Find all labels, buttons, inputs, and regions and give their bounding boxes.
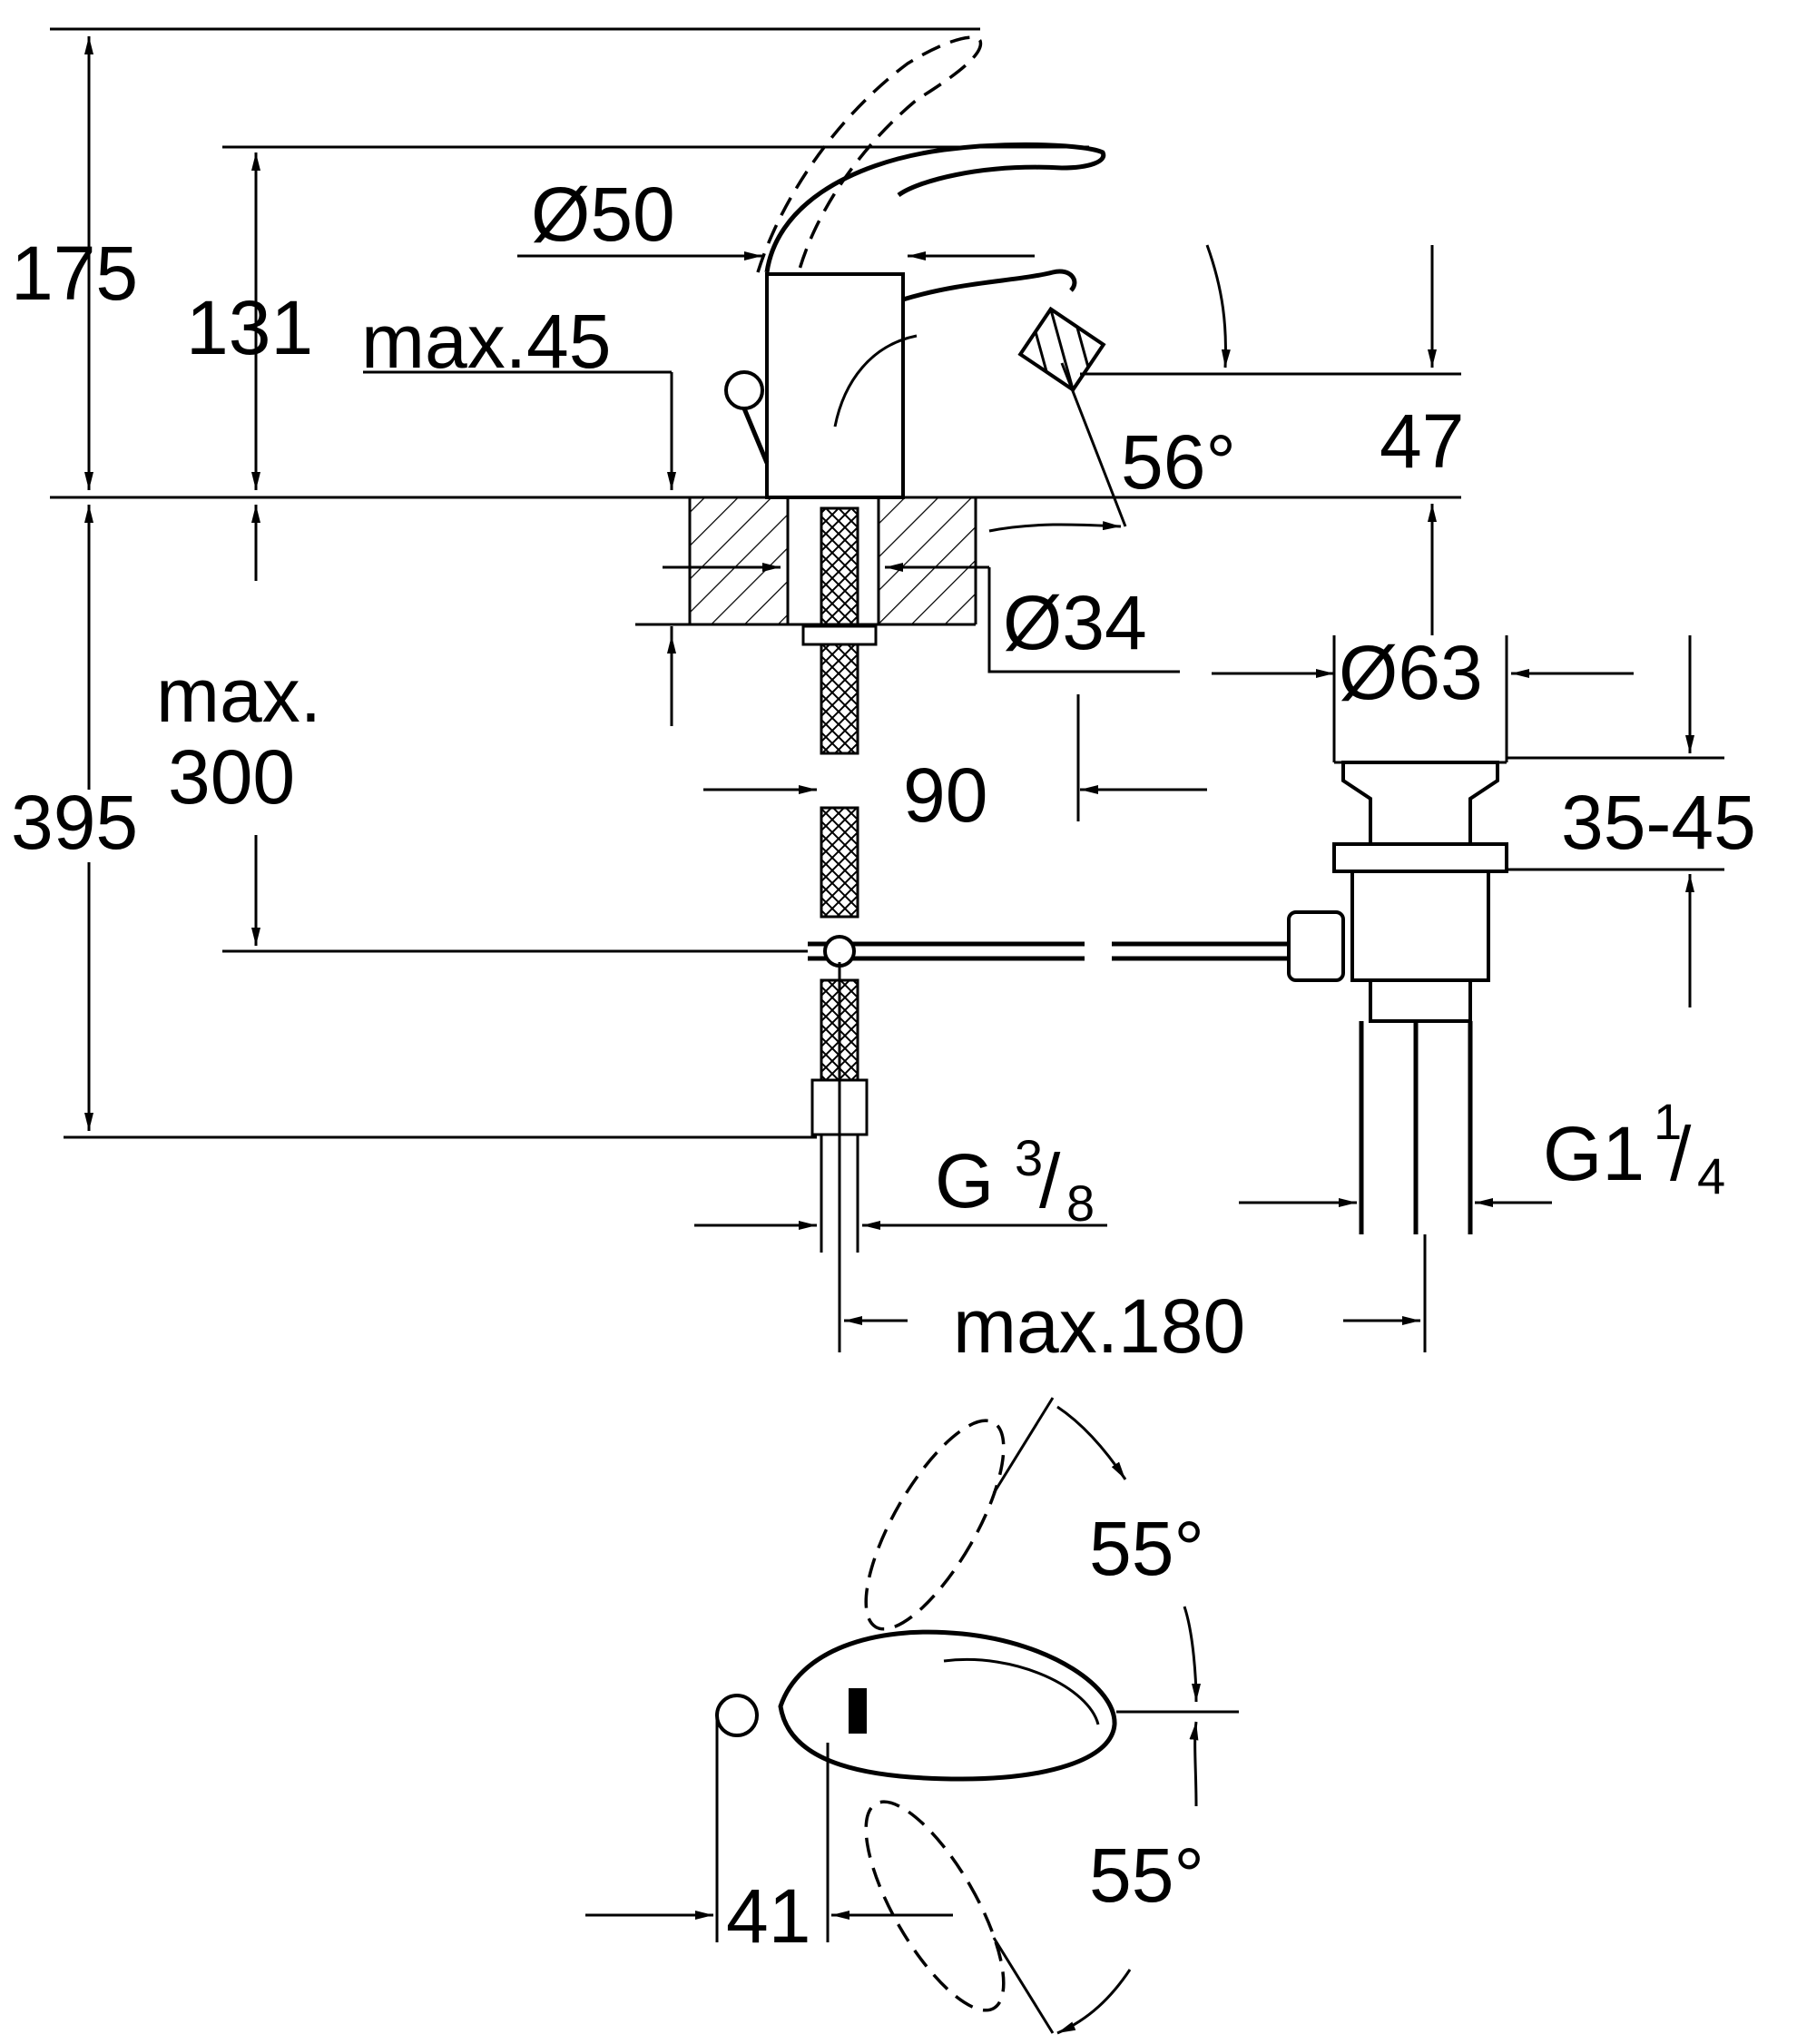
dim-g38-slash: / <box>1039 1138 1061 1223</box>
pull-rod <box>808 935 1289 968</box>
dim-diameter-63: Ø63 <box>1339 630 1483 715</box>
dim-g114-numerator: 1 <box>1654 1093 1682 1150</box>
dim-g38-main: G <box>935 1138 994 1223</box>
dim-131: 131 <box>186 285 313 370</box>
dim-g114-slash: / <box>1670 1111 1692 1196</box>
dim-max300-line2: 300 <box>168 734 295 820</box>
dim-g38-numerator: 3 <box>1015 1129 1043 1186</box>
dim-diameter-50: Ø50 <box>531 172 675 257</box>
mounting-deck <box>50 496 1461 626</box>
dim-g38-denominator: 8 <box>1066 1174 1095 1232</box>
mixer-top-view <box>715 1419 1117 2012</box>
dim-395: 395 <box>11 780 138 865</box>
dim-diameter-34: Ø34 <box>1003 580 1147 665</box>
dim-max180: max.180 <box>953 1283 1245 1369</box>
dim-angle-56: 56° <box>1121 419 1236 505</box>
mixer-body-side <box>724 35 1106 499</box>
dim-35-45: 35-45 <box>1561 780 1756 865</box>
dim-g114-denominator: 4 <box>1697 1147 1725 1204</box>
dimension-lines <box>50 27 1724 2035</box>
dim-90: 90 <box>903 752 987 838</box>
dim-angle-55-lower: 55° <box>1089 1833 1204 1918</box>
dim-47: 47 <box>1380 398 1464 484</box>
dim-max45: max.45 <box>361 299 611 384</box>
dim-41: 41 <box>726 1873 810 1959</box>
dim-angle-55-upper: 55° <box>1089 1506 1204 1591</box>
dim-175: 175 <box>11 231 138 316</box>
dim-g114-main: G1 <box>1543 1111 1645 1196</box>
dim-max300-line1: max. <box>156 653 321 738</box>
pop-up-waste <box>1287 761 1508 1234</box>
